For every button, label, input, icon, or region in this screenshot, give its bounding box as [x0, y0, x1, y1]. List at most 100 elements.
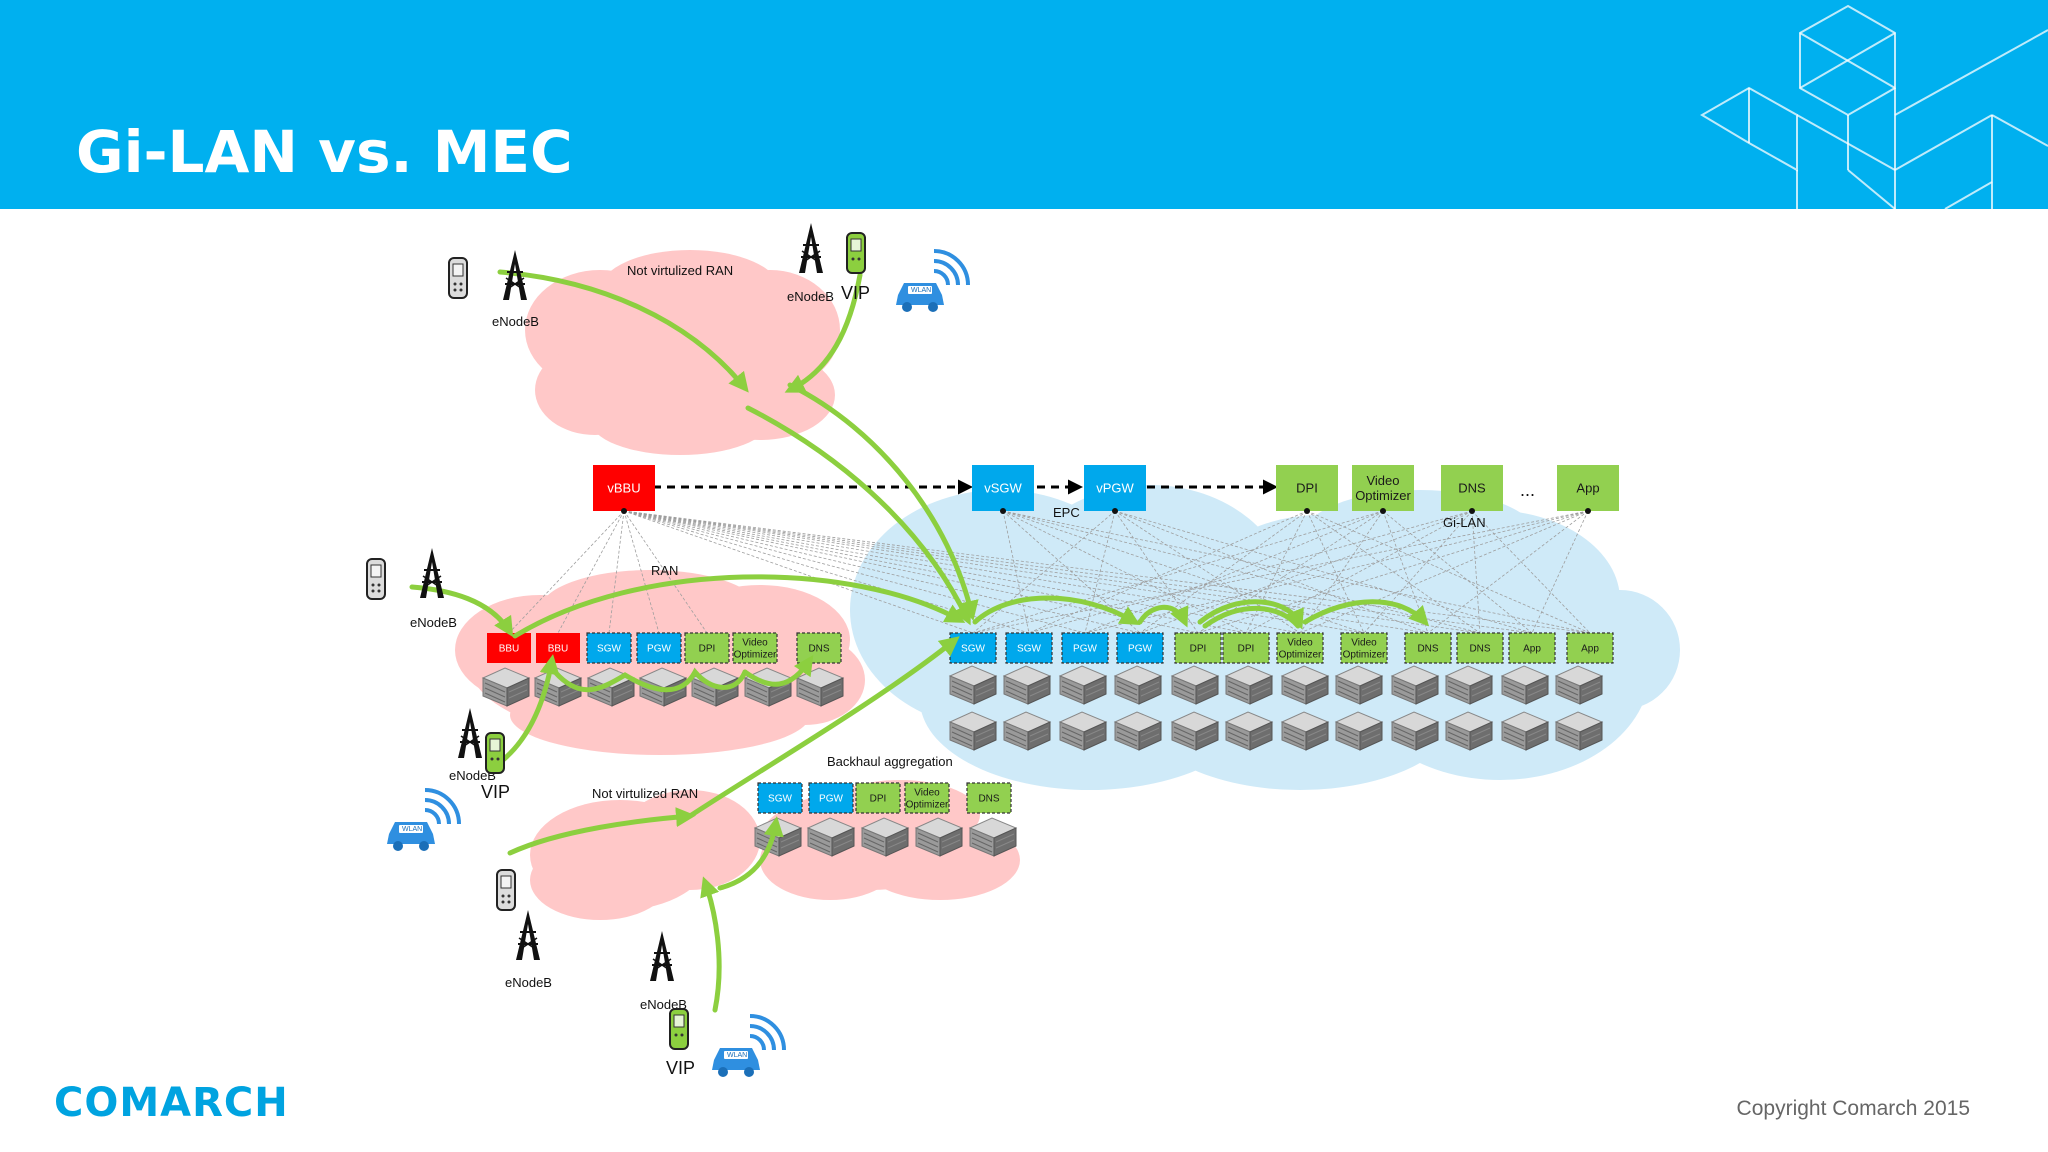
- label-vip-1: VIP: [841, 283, 870, 303]
- core-node-dpi: DPI: [1222, 632, 1270, 664]
- label-epc: EPC: [1053, 505, 1080, 520]
- core-node-label: DPI: [1190, 644, 1207, 655]
- core-node-box: [1508, 632, 1556, 664]
- connector-line: [608, 510, 625, 634]
- core-node-label: SGW: [1017, 644, 1041, 655]
- diagram-labels: Not virtulized RAN Not virtulized RAN RA…: [410, 263, 1535, 1078]
- connector-line: [557, 510, 625, 634]
- backhaul-node-box: [808, 782, 854, 814]
- wlan-label: WLAN: [727, 1052, 747, 1059]
- connector-line: [1427, 510, 1589, 634]
- core-node-label: PGW: [1073, 644, 1097, 655]
- phone-icon: [846, 232, 866, 274]
- tower-icon: [457, 707, 483, 759]
- virtual-node-label: DPI: [1296, 481, 1318, 496]
- connector-line: [623, 510, 974, 634]
- core-node-box: [1061, 632, 1109, 664]
- connector-line: [1299, 510, 1384, 634]
- label-enodeb-5: eNodeB: [505, 975, 552, 990]
- core-node-label: PGW: [1128, 644, 1152, 655]
- ran-node-pgw: PGW: [636, 632, 682, 664]
- virtual-node-label: DNS: [1458, 481, 1486, 496]
- connector-line: [508, 510, 625, 634]
- ran-node-box: [586, 632, 632, 664]
- connector-line: [623, 510, 1199, 634]
- slide-title: Gi-LAN vs. MEC: [76, 118, 573, 186]
- virtual-node-box: [1441, 465, 1503, 511]
- ran-node-label: BBU: [548, 644, 569, 655]
- backhaul-node-dns: DNS: [966, 782, 1012, 814]
- virtual-node-box: [1557, 465, 1619, 511]
- backhaul-node-box: [904, 782, 950, 814]
- backhaul-node-label: Video: [914, 788, 940, 799]
- connector-line: [1002, 510, 1365, 634]
- phone-icon: [485, 732, 505, 774]
- header-bar: [0, 0, 2048, 209]
- connector-line: [1114, 510, 1533, 634]
- virtual-node-port: [1585, 508, 1591, 514]
- virtual-node-vbbu: vBBU: [593, 465, 655, 514]
- core-node-box: [1340, 632, 1388, 664]
- virtual-node-label: App: [1576, 481, 1599, 496]
- core-node-app: App: [1508, 632, 1556, 664]
- tower-icon: [798, 222, 824, 274]
- connector-line: [1197, 510, 1384, 634]
- ran-node-box: [636, 632, 682, 664]
- core-node-sgw: SGW: [949, 632, 997, 664]
- connector-line: [623, 510, 1481, 634]
- connector-line: [1306, 510, 1481, 634]
- core-node-box: [1456, 632, 1504, 664]
- virtual-node-label: vPGW: [1096, 481, 1134, 496]
- wlan-label: WLAN: [911, 287, 931, 294]
- ran-node-label: Optimizer: [734, 650, 777, 661]
- virtual-node-box: [1352, 465, 1414, 511]
- connector-line: [1306, 510, 1591, 634]
- backhaul-node-label: Optimizer: [906, 800, 949, 811]
- virtual-node-box: [1276, 465, 1338, 511]
- connector-line: [1382, 510, 1429, 634]
- core-node-box: [1222, 632, 1270, 664]
- label-gilan: Gi-LAN: [1443, 515, 1486, 530]
- connector-line: [623, 510, 1141, 634]
- core-node-label: Video: [1351, 638, 1377, 649]
- label-bottom-cloud: Not virtulized RAN: [592, 786, 698, 801]
- core-nodes-row: SGW SGW PGW PGW DPI DPI VideoOptimizerVideoOpt…: [949, 632, 1614, 664]
- backhaul-node-box: [966, 782, 1012, 814]
- connector-line: [1114, 510, 1301, 634]
- ran-node-label: DPI: [699, 644, 716, 655]
- pink-cloud-top: [525, 250, 840, 455]
- connector-line: [1084, 510, 1116, 634]
- core-node-label: App: [1523, 644, 1541, 655]
- connector-line: [1471, 510, 1591, 634]
- virtual-node-vsgw: vSGW: [972, 465, 1034, 514]
- phone-icon: [448, 257, 468, 299]
- core-node-pgw: PGW: [1061, 632, 1109, 664]
- backhaul-node-label: SGW: [768, 794, 792, 805]
- core-node-label: Optimizer: [1343, 650, 1386, 661]
- connector-line: [1382, 510, 1533, 634]
- connector-line: [972, 510, 1384, 634]
- label-top-cloud: Not virtulized RAN: [627, 263, 733, 278]
- virtual-node-box: [1084, 465, 1146, 511]
- thin-connector-lines: [508, 510, 1591, 634]
- connector-line: [1139, 510, 1473, 634]
- virtual-node-port: [1469, 508, 1475, 514]
- ran-node-dpi: DPI: [684, 632, 730, 664]
- ran-node-sgw: SGW: [586, 632, 632, 664]
- core-node-sgw: SGW: [1005, 632, 1053, 664]
- tower-icon: [649, 930, 675, 982]
- connector-line: [1245, 510, 1308, 634]
- core-node-label: SGW: [961, 644, 985, 655]
- core-node-label: DNS: [1417, 644, 1438, 655]
- ran-node-box: [732, 632, 778, 664]
- backhaul-node-pgw: PGW: [808, 782, 854, 814]
- connector-line: [623, 510, 660, 634]
- core-node-label: App: [1581, 644, 1599, 655]
- core-node-dpi: DPI: [1174, 632, 1222, 664]
